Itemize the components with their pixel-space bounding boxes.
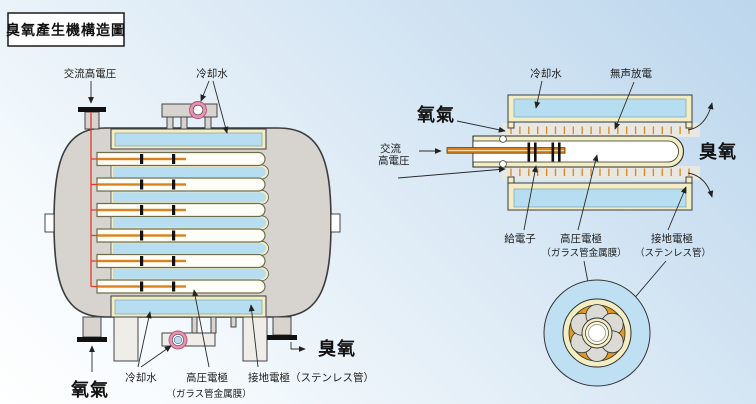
label-hv-electrode: 高圧電極: [186, 371, 228, 384]
label-hv-electrode-note: （ガラス管金属膜）: [541, 247, 626, 259]
bottom-cooling-port: [161, 316, 237, 350]
arrow-cooling-bottom-a: [137, 311, 152, 368]
arrow-cooling-top-a: [200, 80, 210, 102]
label-cooling-water: 冷却水: [530, 67, 562, 80]
arrow-power-feed: [523, 165, 538, 231]
arrow-hv-electrode: [192, 289, 210, 368]
arrow-cooling-bottom-b: [140, 345, 172, 368]
label-ground-electrode-note: （ステンレス管）: [635, 247, 711, 259]
hv-feed-line: [90, 112, 98, 288]
arrow-cooling-water: [534, 80, 543, 109]
glass-electrode-tubes: [96, 151, 266, 294]
arrow-ground-electrode-up: [667, 186, 687, 231]
arrow-oxygen-top: [456, 120, 506, 133]
title-box: 臭氧產生機構造圖: [6, 12, 126, 47]
generator-vessel-view: 交流高電圧 冷却水 氧氣 冷却水 高圧電極 （ガラス管金属膜） 接地電極（ステン…: [44, 67, 374, 400]
label-silent-discharge: 無声放電: [610, 67, 652, 80]
label-ac-line1: 交流: [380, 142, 401, 155]
label-ground-electrode: 接地電極（ステンレス管）: [248, 371, 374, 384]
brush-contacts: [527, 142, 561, 162]
arrow-oxygen-bottom: [397, 166, 506, 179]
label-ozone: 臭氧: [699, 141, 737, 162]
tank-left-nozzle: [44, 213, 55, 233]
page-title: 臭氧產生機構造圖: [6, 22, 126, 38]
discharge-gap-bottom: [502, 166, 700, 180]
label-ac-line2: 高電圧: [378, 154, 410, 167]
bottom-cooling-jacket: [507, 176, 693, 211]
label-ac-high-voltage: 交流高電圧: [64, 67, 117, 80]
discharge-sparks-top: [510, 126, 690, 134]
label-hv-electrode-note: （ガラス管金属膜）: [166, 388, 251, 400]
bottom-water-header: [110, 295, 267, 318]
oxygen-inlet-pipe: [77, 316, 107, 342]
discharge-gap-top: [502, 123, 700, 137]
arrow-cooling-top-b: [212, 80, 229, 134]
arrow-ozone-up: [687, 102, 714, 131]
ozone-outlet-pipe: [267, 316, 297, 340]
label-oxygen-inlet: 氧氣: [70, 379, 109, 400]
label-ground-electrode: 接地電極: [651, 232, 693, 245]
saddle-left: [113, 316, 139, 362]
label-hv-electrode: 高圧電極: [560, 232, 602, 245]
arrow-ozone-out: [290, 342, 306, 352]
top-water-header: [110, 128, 267, 150]
label-oxygen: 氧氣: [416, 104, 455, 125]
label-ozone-outlet: 臭氧: [318, 338, 356, 359]
label-cooling-water-bottom: 冷却水: [125, 371, 157, 384]
discharge-sparks-bottom: [510, 168, 690, 176]
arrow-hv-electrode-up: [577, 154, 599, 231]
arrow-silent-discharge: [614, 81, 635, 130]
label-cooling-water-top: 冷却水: [196, 67, 228, 80]
tank-right-nozzle: [330, 213, 341, 233]
glass-tube: [472, 135, 684, 168]
top-cooling-port: [161, 101, 218, 130]
label-power-feed: 給電子: [504, 232, 536, 245]
arrow-ozone-down: [687, 172, 714, 198]
hv-feed-rod: [446, 147, 566, 154]
arrow-ground-electrode: [248, 304, 259, 368]
discharge-tube-view: 冷却水 無声放電 氧氣 交流 高電圧 臭氧 給電子 高圧電極 （ガラス管金属膜）…: [378, 67, 737, 387]
tube-cross-section: [543, 279, 651, 387]
hv-bushing: [78, 107, 106, 130]
